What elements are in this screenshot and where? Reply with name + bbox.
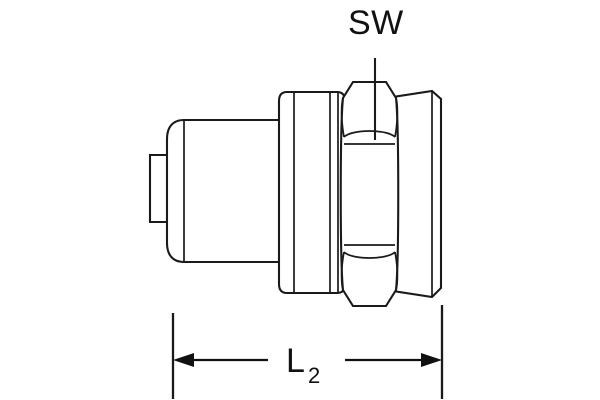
arrow-head-left [173,353,194,367]
dimension-label-subscript: 2 [308,363,320,388]
sw-label: SW [348,4,404,42]
dimension-label-letter: L [286,342,305,380]
dimension-extension-lines [171,305,444,399]
dimension-label-l2: L 2 [286,342,320,388]
collar-flange [277,90,347,295]
dimension-line-l2 [173,353,442,367]
barrel-body [165,118,287,264]
arrow-head-right [421,353,442,367]
hex-nut [339,80,400,308]
